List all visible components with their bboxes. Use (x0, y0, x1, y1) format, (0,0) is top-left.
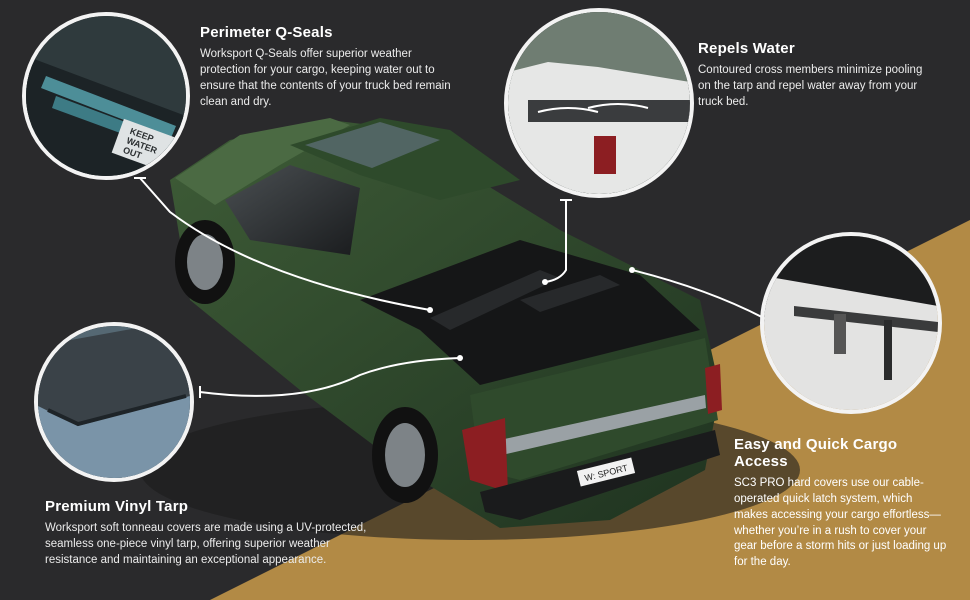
license-plate (576, 457, 636, 487)
feature-title: Perimeter Q-Seals (200, 24, 333, 41)
feature-description: Worksport Q-Seals offer superior weather… (200, 48, 451, 108)
feature-repels-water: Repels Water Contoured cross members min… (698, 40, 928, 111)
q-seals-closeup-image: KEEP WATER OUT (22, 12, 190, 180)
feature-perimeter-q-seals: Perimeter Q-Seals Worksport Q-Seals offe… (200, 24, 460, 110)
repels-water-closeup-image (504, 8, 694, 198)
feature-title: Easy and Quick Cargo Access (734, 436, 898, 470)
feature-title: Repels Water (698, 40, 795, 57)
feature-premium-vinyl-tarp: Premium Vinyl Tarp Worksport soft tonnea… (45, 498, 375, 569)
cargo-access-closeup-image (760, 232, 942, 414)
feature-title: Premium Vinyl Tarp (45, 498, 189, 515)
vinyl-tarp-closeup-image (34, 322, 194, 482)
feature-description: Contoured cross members minimize pooling… (698, 64, 923, 108)
feature-easy-cargo-access: Easy and Quick Cargo Access SC3 PRO hard… (734, 436, 949, 571)
feature-description: SC3 PRO hard covers use our cable-operat… (734, 477, 947, 569)
feature-description: Worksport soft tonneau covers are made u… (45, 522, 367, 566)
